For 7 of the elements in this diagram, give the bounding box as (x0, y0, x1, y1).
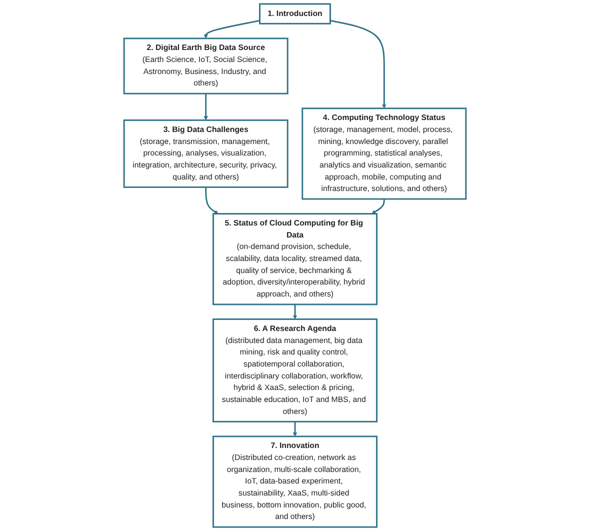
arrow (330, 20, 386, 109)
arrow (292, 422, 298, 437)
arrow (205, 187, 219, 214)
arrow (292, 304, 298, 320)
arrow (371, 199, 385, 214)
arrow (204, 20, 260, 39)
arrow (204, 94, 208, 120)
